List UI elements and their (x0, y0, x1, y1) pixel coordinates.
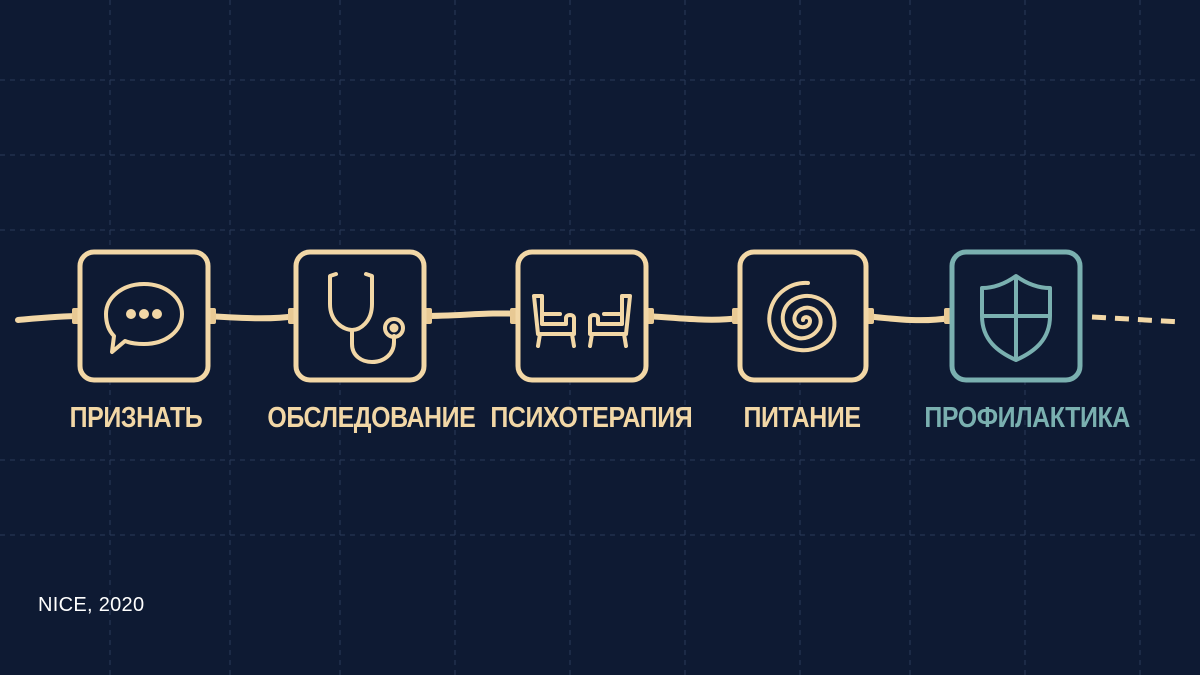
shield-icon (980, 274, 1052, 362)
step-label-5: ПРОФИЛАКТИКА (924, 402, 1130, 434)
connector-dashed-end (1091, 314, 1183, 325)
step-box-3 (515, 249, 649, 383)
spiral-icon (767, 280, 837, 353)
speech-bubble-icon (104, 282, 184, 354)
step-label-1: ПРИЗНАТЬ (69, 402, 203, 434)
step-box-2 (293, 249, 427, 383)
step-label-4: ПИТАНИЕ (743, 402, 861, 434)
stethoscope-icon (328, 272, 405, 364)
step-label-3: ПСИХОТЕРАПИЯ (490, 402, 693, 434)
connector-line (15, 310, 953, 324)
step-box-5 (949, 249, 1083, 383)
source-citation: NICE, 2020 (38, 594, 145, 616)
step-box-1 (77, 249, 211, 383)
armchairs-icon (532, 294, 632, 348)
step-box-4 (737, 249, 869, 383)
step-label-2: ОБСЛЕДОВАНИЕ (267, 402, 476, 434)
